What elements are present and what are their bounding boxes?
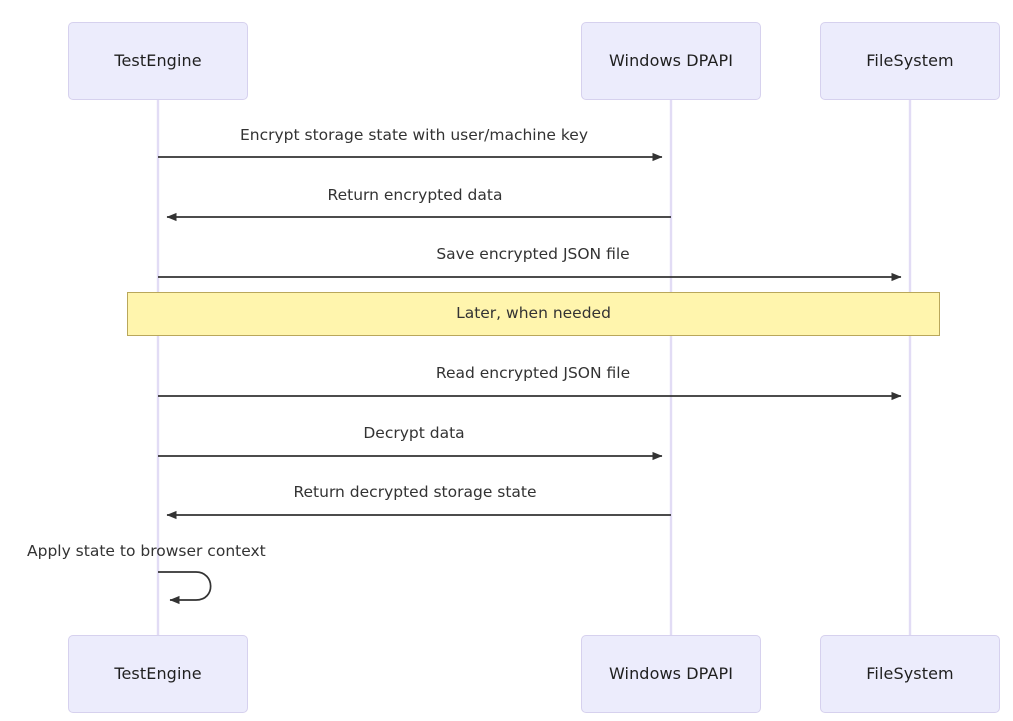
participant-box-testengine-bottom[interactable]: TestEngine: [68, 635, 248, 713]
message-arrows-group: [158, 152, 902, 520]
note-later-when-needed: Later, when needed: [127, 292, 940, 336]
message-label-encrypt-storage-state: Encrypt storage state with user/machine …: [239, 126, 589, 144]
note-label: Later, when needed: [456, 304, 611, 323]
participant-label-filesystem: FileSystem: [866, 51, 954, 70]
participant-label-windowsdpapi-bottom: Windows DPAPI: [608, 664, 734, 683]
message-label-save-encrypted-json: Save encrypted JSON file: [436, 245, 630, 263]
participant-label-windowsdpapi: Windows DPAPI: [608, 51, 734, 70]
participant-label-testengine-bottom: TestEngine: [114, 664, 202, 683]
lifelines-group: [156, 100, 912, 636]
message-label-return-encrypted-data: Return encrypted data: [327, 186, 503, 204]
message-label-apply-state: Apply state to browser context: [27, 542, 266, 560]
participant-label-testengine: TestEngine: [114, 51, 202, 70]
participant-box-testengine[interactable]: TestEngine: [68, 22, 248, 100]
self-loop-arrow: [158, 571, 212, 605]
participant-label-filesystem-bottom: FileSystem: [866, 664, 954, 683]
message-label-return-decrypted-storage-state: Return decrypted storage state: [293, 483, 537, 501]
participant-box-windowsdpapi[interactable]: Windows DPAPI: [581, 22, 761, 100]
message-label-decrypt-data: Decrypt data: [363, 424, 465, 442]
participant-box-windowsdpapi-bottom[interactable]: Windows DPAPI: [581, 635, 761, 713]
participant-box-filesystem-bottom[interactable]: FileSystem: [820, 635, 1000, 713]
message-label-read-encrypted-json: Read encrypted JSON file: [435, 364, 631, 382]
participant-box-filesystem[interactable]: FileSystem: [820, 22, 1000, 100]
